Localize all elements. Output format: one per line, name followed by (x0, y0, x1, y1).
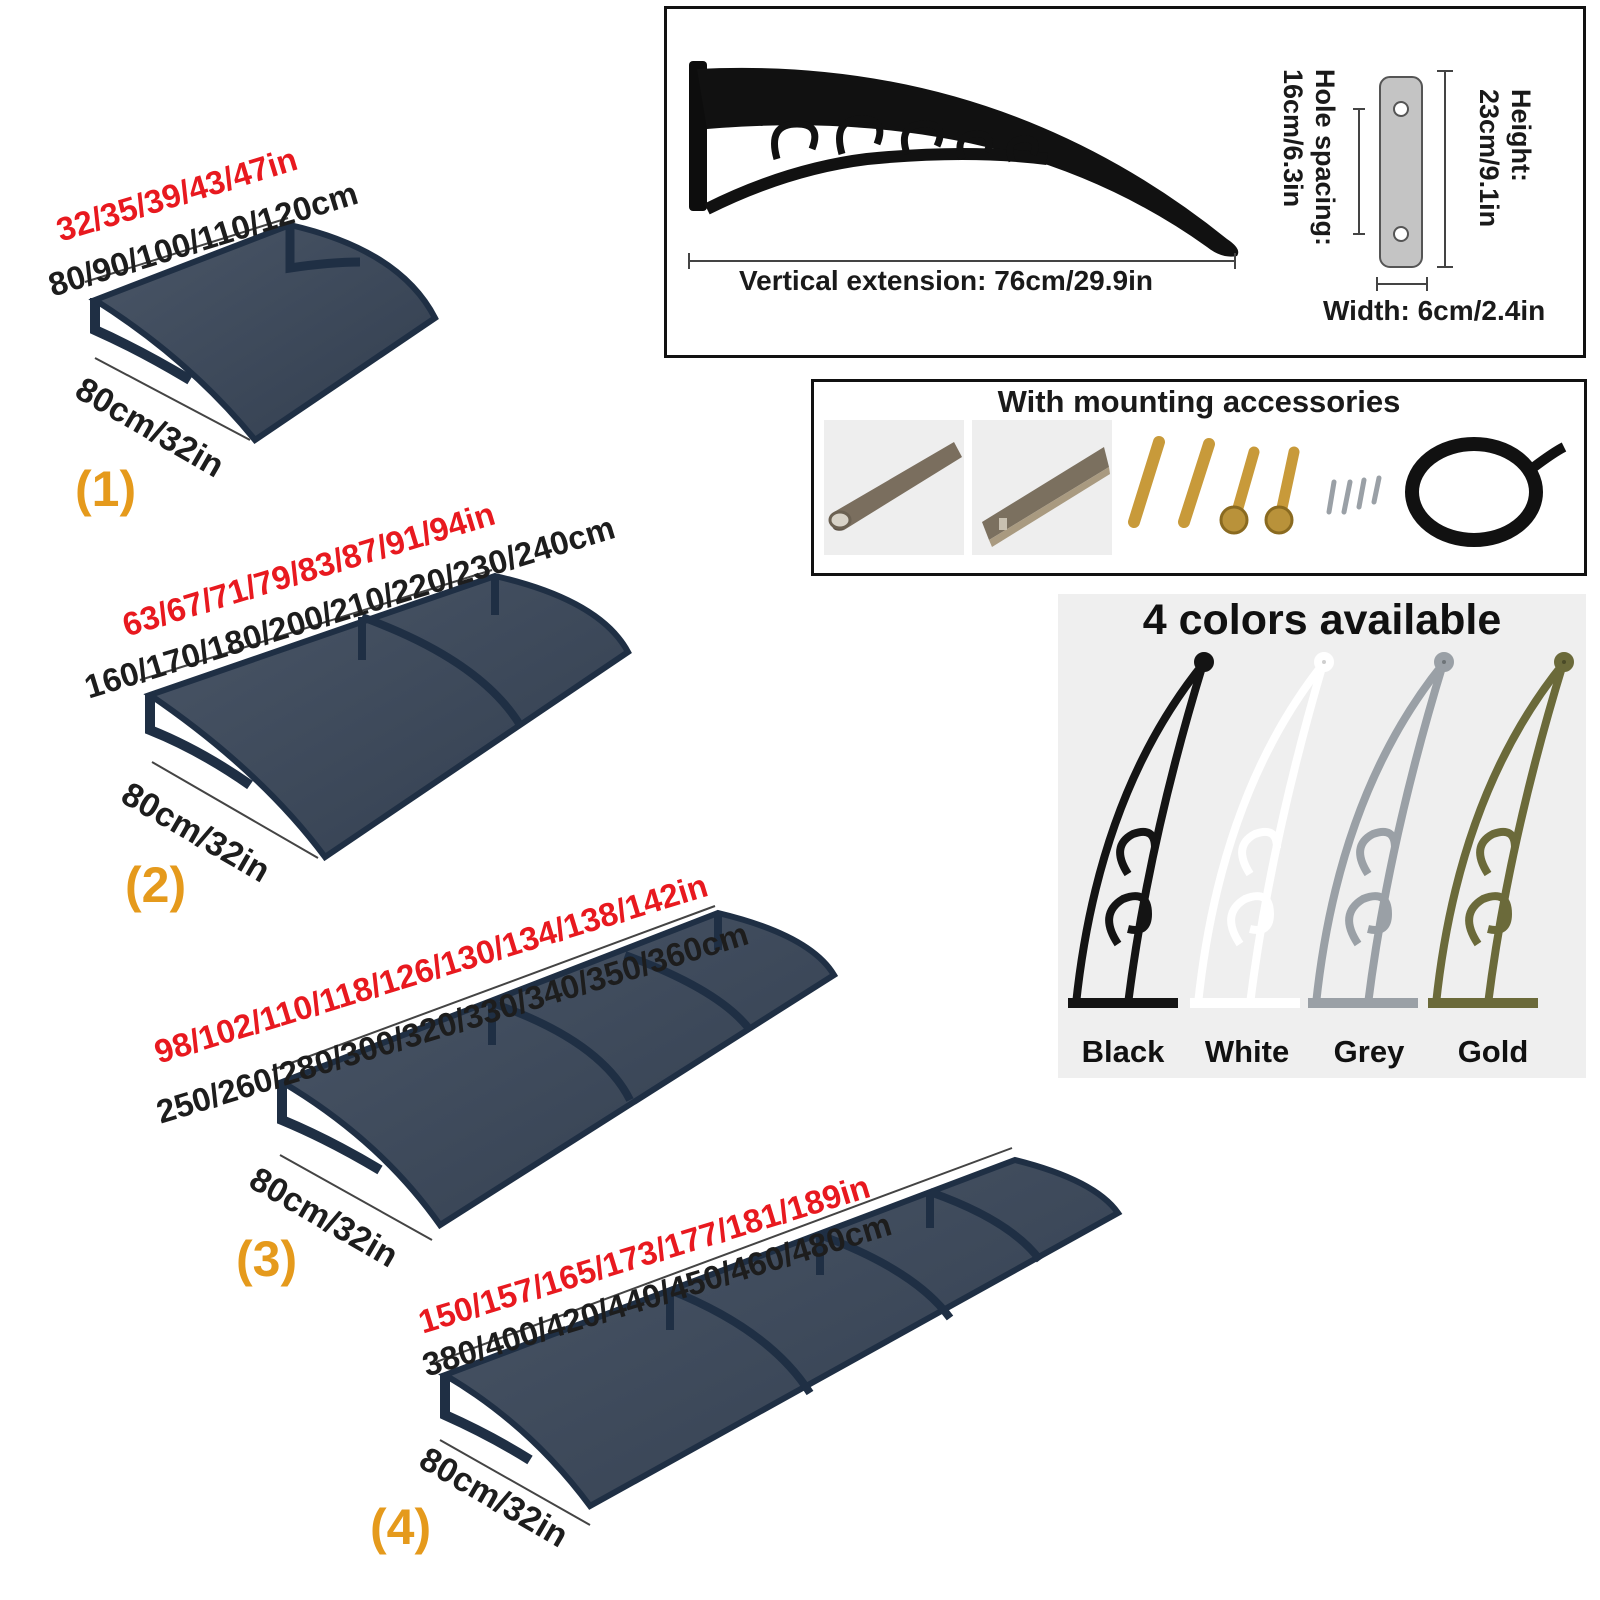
color-label-grey: Grey (1333, 1034, 1405, 1069)
colors-panel: 4 colors available (1058, 594, 1586, 1078)
awning-1-number: (1) (75, 461, 137, 517)
bracket-grey (1308, 652, 1454, 1008)
awning-4-depth: 80cm/32in (413, 1440, 575, 1556)
awning-2-number: (2) (125, 857, 187, 913)
color-label-black: Black (1081, 1034, 1165, 1069)
bracket-spec-panel: Vertical extension: 76cm/29.9in Width: 6… (664, 6, 1586, 358)
awning-4-number: (4) (370, 1499, 432, 1555)
bracket-drawing (688, 61, 1453, 291)
height-value: 23cm/9.1in (1474, 89, 1504, 228)
accessories-panel: With mounting accessories (811, 379, 1587, 576)
height-label: Height: 23cm/9.1in (1473, 89, 1537, 227)
screws-image (1326, 475, 1382, 515)
awning-3-drawing (271, 905, 839, 1241)
bolts-image (1128, 436, 1300, 535)
hole-spacing-label: Hole spacing: 16cm/6.3in (1277, 69, 1341, 246)
hole-spacing-title: Hole spacing: (1310, 69, 1340, 247)
width-label: Width: 6cm/2.4in (1323, 295, 1546, 326)
bracket-gold (1428, 652, 1574, 1008)
color-label-gold: Gold (1457, 1034, 1529, 1069)
vertical-extension-label: Vertical extension: 76cm/29.9in (739, 265, 1153, 296)
hole-spacing-value: 16cm/6.3in (1278, 69, 1308, 208)
bracket-black (1068, 652, 1214, 1008)
colors-title: 4 colors available (1142, 596, 1502, 644)
rail-profile-2-image (972, 420, 1112, 555)
rubber-seal-image (1405, 437, 1567, 547)
accessories-title: With mounting accessories (997, 384, 1401, 419)
awning-3-number: (3) (236, 1231, 298, 1287)
color-brackets (1068, 652, 1574, 1008)
rail-profile-1-image (824, 420, 964, 555)
accessories-images (824, 420, 1567, 555)
height-title: Height: (1506, 89, 1536, 182)
bracket-white (1190, 652, 1334, 1008)
color-label-white: White (1204, 1034, 1290, 1069)
